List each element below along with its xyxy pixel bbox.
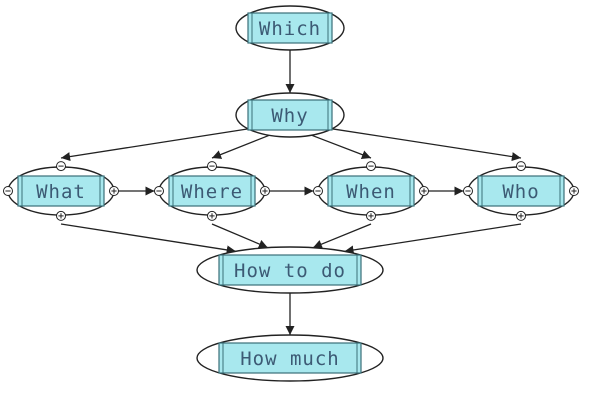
edges-layer bbox=[60, 50, 522, 335]
port-top-icon[interactable] bbox=[366, 161, 376, 172]
node-label-box bbox=[168, 175, 256, 207]
node-label: When bbox=[346, 181, 396, 203]
node-label-box bbox=[218, 254, 362, 286]
port-left-icon[interactable] bbox=[3, 186, 13, 196]
node-label-box bbox=[477, 175, 565, 207]
node-label-box bbox=[327, 175, 415, 207]
edge-why-to-where bbox=[211, 134, 270, 159]
node-label: How to do bbox=[234, 260, 346, 282]
node-where[interactable]: Where bbox=[154, 161, 270, 221]
node-who[interactable]: Who bbox=[463, 161, 579, 221]
node-why[interactable]: Why bbox=[235, 92, 345, 138]
port-top-icon[interactable] bbox=[516, 161, 526, 172]
port-bottom-icon[interactable] bbox=[56, 210, 66, 221]
port-right-icon[interactable] bbox=[260, 186, 270, 196]
node-which[interactable]: Which bbox=[235, 5, 345, 51]
node-label: How much bbox=[240, 348, 340, 370]
node-what[interactable]: What bbox=[3, 161, 119, 221]
edge-why-to-what bbox=[60, 128, 249, 162]
node-label: Where bbox=[181, 181, 243, 203]
port-top-icon[interactable] bbox=[56, 161, 66, 172]
node-label: Which bbox=[259, 18, 321, 40]
port-right-icon[interactable] bbox=[109, 186, 119, 196]
edge-who-to-how-to-do bbox=[344, 223, 522, 255]
port-bottom-icon[interactable] bbox=[366, 210, 376, 221]
node-label: Who bbox=[502, 181, 539, 203]
node-when[interactable]: When bbox=[313, 161, 429, 221]
node-label-box bbox=[218, 342, 362, 374]
node-label: What bbox=[36, 181, 86, 203]
port-left-icon[interactable] bbox=[154, 186, 164, 196]
node-how-to-do[interactable]: How to do bbox=[196, 246, 384, 294]
edge-what-to-how-to-do bbox=[60, 223, 236, 255]
port-bottom-icon[interactable] bbox=[207, 210, 217, 221]
port-right-icon[interactable] bbox=[569, 186, 579, 196]
port-left-icon[interactable] bbox=[463, 186, 473, 196]
port-top-icon[interactable] bbox=[207, 161, 217, 172]
node-label-box bbox=[247, 12, 333, 44]
node-label-box bbox=[17, 175, 105, 207]
node-label-box bbox=[247, 99, 333, 131]
port-right-icon[interactable] bbox=[419, 186, 429, 196]
edge-where-to-how-to-do bbox=[211, 223, 269, 249]
port-left-icon[interactable] bbox=[313, 186, 323, 196]
port-bottom-icon[interactable] bbox=[516, 210, 526, 221]
edge-why-to-who bbox=[331, 128, 522, 162]
node-how-much[interactable]: How much bbox=[196, 334, 384, 382]
edge-when-to-how-to-do bbox=[312, 223, 372, 249]
node-label: Why bbox=[271, 105, 308, 127]
edge-why-to-when bbox=[311, 134, 372, 159]
